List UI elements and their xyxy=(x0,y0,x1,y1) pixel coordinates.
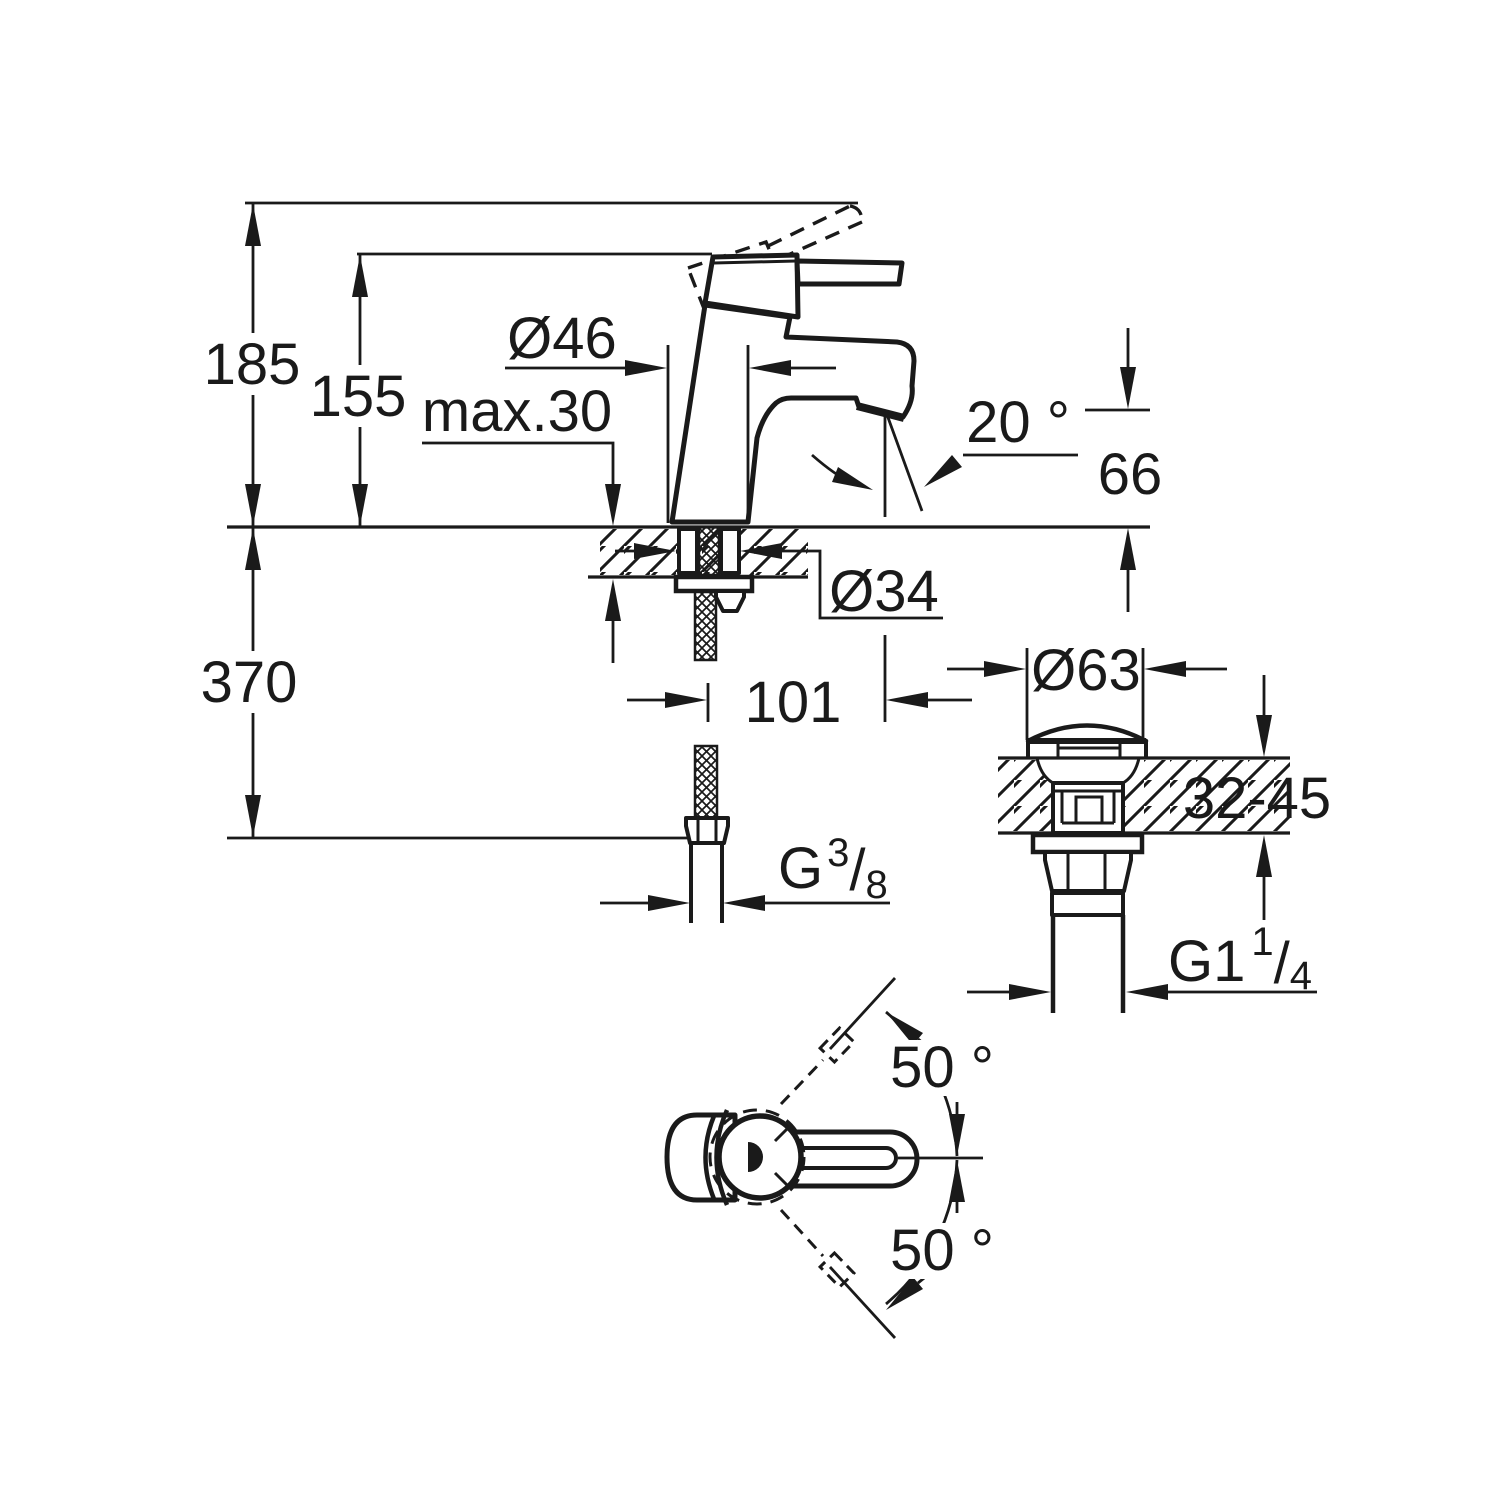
drain-tailpipe xyxy=(1050,915,1126,1013)
dim-body-height-label: 155 xyxy=(310,364,407,429)
handle-body xyxy=(702,252,801,320)
angle-arrow-lower-outer xyxy=(886,1277,923,1310)
angle-extension-rays xyxy=(828,977,897,1339)
hose-connector-nut xyxy=(684,816,730,845)
hose-nut-facets xyxy=(696,820,718,842)
handle-dashed-circle xyxy=(708,1108,806,1206)
dim-hole-diameter-label: Ø34 xyxy=(829,559,939,624)
handle-top-view xyxy=(664,977,983,1339)
dim-spout-reach-label: 101 xyxy=(745,670,842,735)
dim-deck-range-label: 32-45 xyxy=(1183,766,1331,831)
dimensions xyxy=(199,201,1317,1279)
dim-max-thickness-label: max.30 xyxy=(422,379,612,444)
dim-spout-angle-label: 20 ° xyxy=(966,390,1070,455)
drain-flange xyxy=(1030,832,1145,855)
leader-max30 xyxy=(422,441,615,484)
drain-body-detail xyxy=(1053,789,1123,825)
drain-nut-facets xyxy=(1066,853,1107,890)
angle-arrow-upper-center xyxy=(949,1114,965,1156)
shank-slot-right xyxy=(719,527,741,575)
lever-dashed-rays xyxy=(779,1058,825,1258)
handle-dashed-lever-top xyxy=(767,204,851,248)
lever-tip-dashed-lower xyxy=(817,1250,857,1290)
faucet-side-view xyxy=(669,204,924,525)
drain-nut xyxy=(1043,850,1133,893)
shank-thread xyxy=(697,525,721,577)
leader-d34 xyxy=(782,549,943,620)
stream-swivel-arrow xyxy=(832,467,873,490)
pivot-dot xyxy=(748,1142,763,1172)
drain-cap-sides xyxy=(1026,741,1148,758)
handle-angle-upper-label: 50 ° xyxy=(890,1035,994,1100)
dimension-labels: 185 155 Ø46 max.30 20 ° 66 Ø34 370 101 Ø… xyxy=(201,306,1332,1283)
shank-slot-left xyxy=(677,527,699,575)
angle-arrow-upper-outer xyxy=(886,1012,923,1045)
lever-inner-slot xyxy=(800,1146,898,1170)
dim-base-diameter-label: Ø46 xyxy=(507,306,617,371)
drain-body-slot xyxy=(1074,795,1104,825)
hose-braid-lower xyxy=(693,744,719,820)
dim-hose-length-label: 370 xyxy=(201,650,298,715)
handle-top-inner-line xyxy=(713,259,797,265)
mounting-nut xyxy=(714,589,746,613)
dim-outlet-height-label: 66 xyxy=(1098,442,1163,507)
mounting-washer xyxy=(673,574,755,594)
supply-hose-assembly xyxy=(673,525,755,923)
dim-drain-cap-diameter-label: Ø63 xyxy=(1031,638,1141,703)
handle-angle-lower-label: 50 ° xyxy=(890,1218,994,1283)
lever-tip-dashed-upper xyxy=(817,1025,857,1065)
drain-collar xyxy=(1050,891,1125,917)
handle-dashed-lever-cap xyxy=(849,204,864,223)
aerator-face xyxy=(856,402,905,422)
hose-end-pipe xyxy=(689,843,724,923)
swing-direction-ticks xyxy=(773,1125,791,1189)
drain-assembly xyxy=(998,723,1290,1013)
drain-flare-edges xyxy=(1035,757,1141,785)
drain-cap-band xyxy=(1056,744,1122,758)
handle-lever xyxy=(794,258,905,287)
hose-braid-upper xyxy=(693,589,718,662)
drain-flare-fill xyxy=(1037,758,1139,783)
lever-top-view xyxy=(785,1129,920,1189)
dim-total-height-label: 185 xyxy=(204,332,301,397)
angle-arrow-lower-center xyxy=(949,1160,965,1202)
stream-angled-line xyxy=(884,411,924,512)
